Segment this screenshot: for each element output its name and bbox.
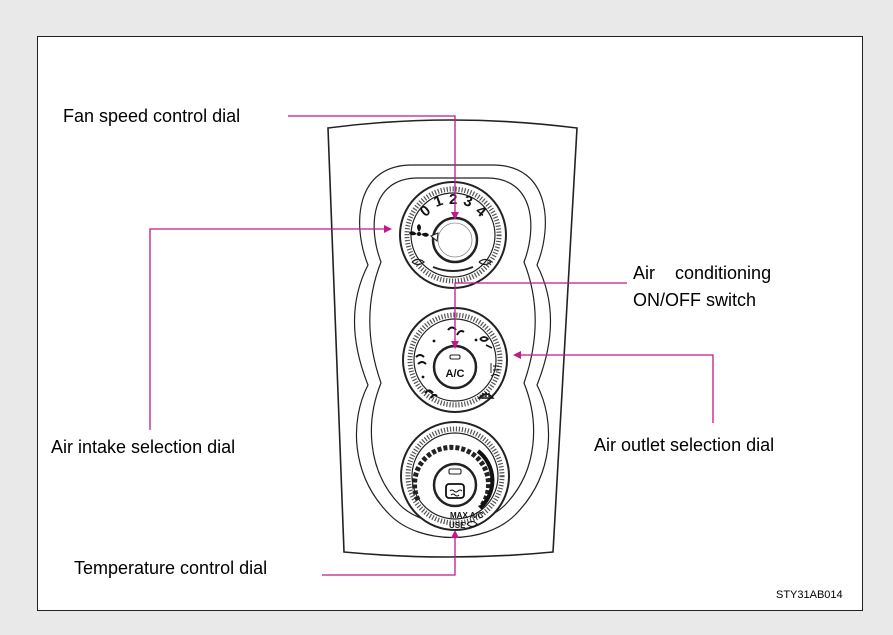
bi-level-vent-icon <box>415 354 427 365</box>
temperature-callout-line <box>322 536 456 576</box>
fan-speed-arrowhead <box>451 212 459 220</box>
air-outlet-callout-line <box>520 354 714 423</box>
ac-switch-callout-label-line2: ON/OFF switch <box>633 290 757 310</box>
temperature-callout-label: Temperature control dial <box>74 558 268 578</box>
air-intake-callout-label: Air intake selection dial <box>51 437 236 457</box>
ac-switch-arrowhead <box>451 341 459 349</box>
temperature-arrowhead <box>451 530 459 538</box>
figure-code: STY31AB014 <box>776 589 843 601</box>
air-outlet-callout-label: Air outlet selection dial <box>594 435 775 455</box>
max-ac-use-label: USE <box>449 521 466 530</box>
fan-speed-2: 2 <box>449 191 457 208</box>
recirculation-icon <box>466 521 478 527</box>
fan-icon <box>409 224 429 237</box>
defrost-windshield-icon <box>477 392 495 399</box>
outlet-mode-dots <box>421 338 478 379</box>
foot-defrost-icon <box>479 336 493 349</box>
air-outlet-arrowhead <box>513 351 521 359</box>
air-intake-arrowhead <box>384 225 392 233</box>
rear-defrost-icon <box>449 489 463 497</box>
fan-speed-callout-line <box>288 115 456 214</box>
max-ac-label: MAX A/C <box>450 511 484 520</box>
ac-switch-callout-label-line1: Air conditioning <box>633 263 772 283</box>
max-ac-small-icon <box>490 363 500 377</box>
fan-speed-dial[interactable] <box>399 181 507 289</box>
control-panel-bezel <box>327 119 578 558</box>
ac-button-label: A/C <box>446 368 465 380</box>
air-intake-callout-line <box>149 228 386 430</box>
fan-speed-callout-label: Fan speed control dial <box>63 106 241 126</box>
ac-switch-callout-line <box>454 282 627 343</box>
ac-button[interactable]: A/C <box>432 344 478 390</box>
rear-defroster-button[interactable] <box>445 468 465 499</box>
foot-vent-icon <box>424 389 438 399</box>
